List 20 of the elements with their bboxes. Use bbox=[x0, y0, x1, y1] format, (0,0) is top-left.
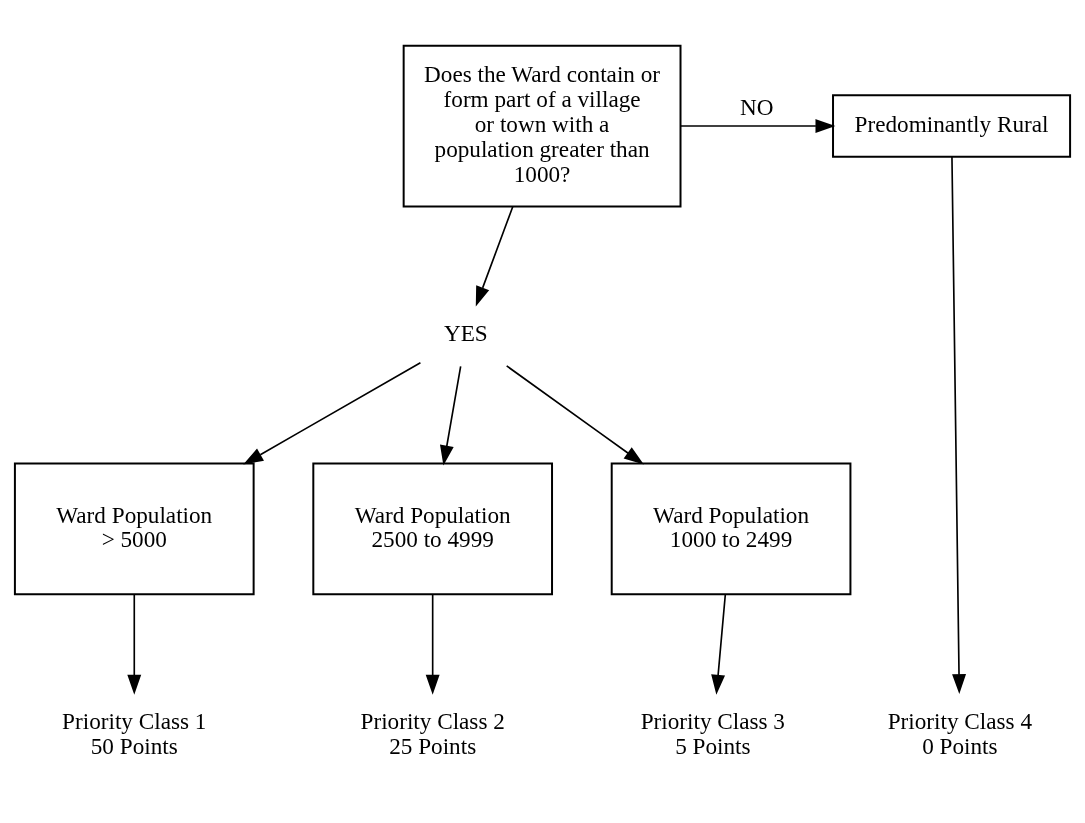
arrow bbox=[243, 361, 422, 465]
edge-label: NO bbox=[740, 93, 774, 120]
arrow bbox=[679, 118, 836, 133]
node-box: Ward Population > 5000 bbox=[13, 461, 255, 595]
node-text: Priority Class 4 0 Points bbox=[887, 707, 1032, 759]
arrow bbox=[475, 205, 514, 306]
arrow bbox=[127, 593, 142, 695]
node-text: YES bbox=[443, 319, 488, 346]
node-text: Priority Class 2 25 Points bbox=[360, 707, 505, 759]
node-text: Priority Class 1 50 Points bbox=[62, 707, 207, 759]
node-box: Ward Population 2500 to 4999 bbox=[312, 461, 554, 595]
node-box: Does the Ward contain or form part of a village or town with a population greater than 1000? bbox=[402, 44, 682, 207]
node-box: Predominantly Rural bbox=[832, 93, 1072, 158]
node-text: Priority Class 3 5 Points bbox=[640, 707, 785, 759]
arrow bbox=[711, 593, 727, 695]
arrow bbox=[505, 364, 644, 465]
node-box: Ward Population 1000 to 2499 bbox=[610, 461, 852, 595]
arrow bbox=[439, 365, 462, 465]
arrow bbox=[951, 155, 966, 694]
arrow bbox=[425, 593, 440, 695]
